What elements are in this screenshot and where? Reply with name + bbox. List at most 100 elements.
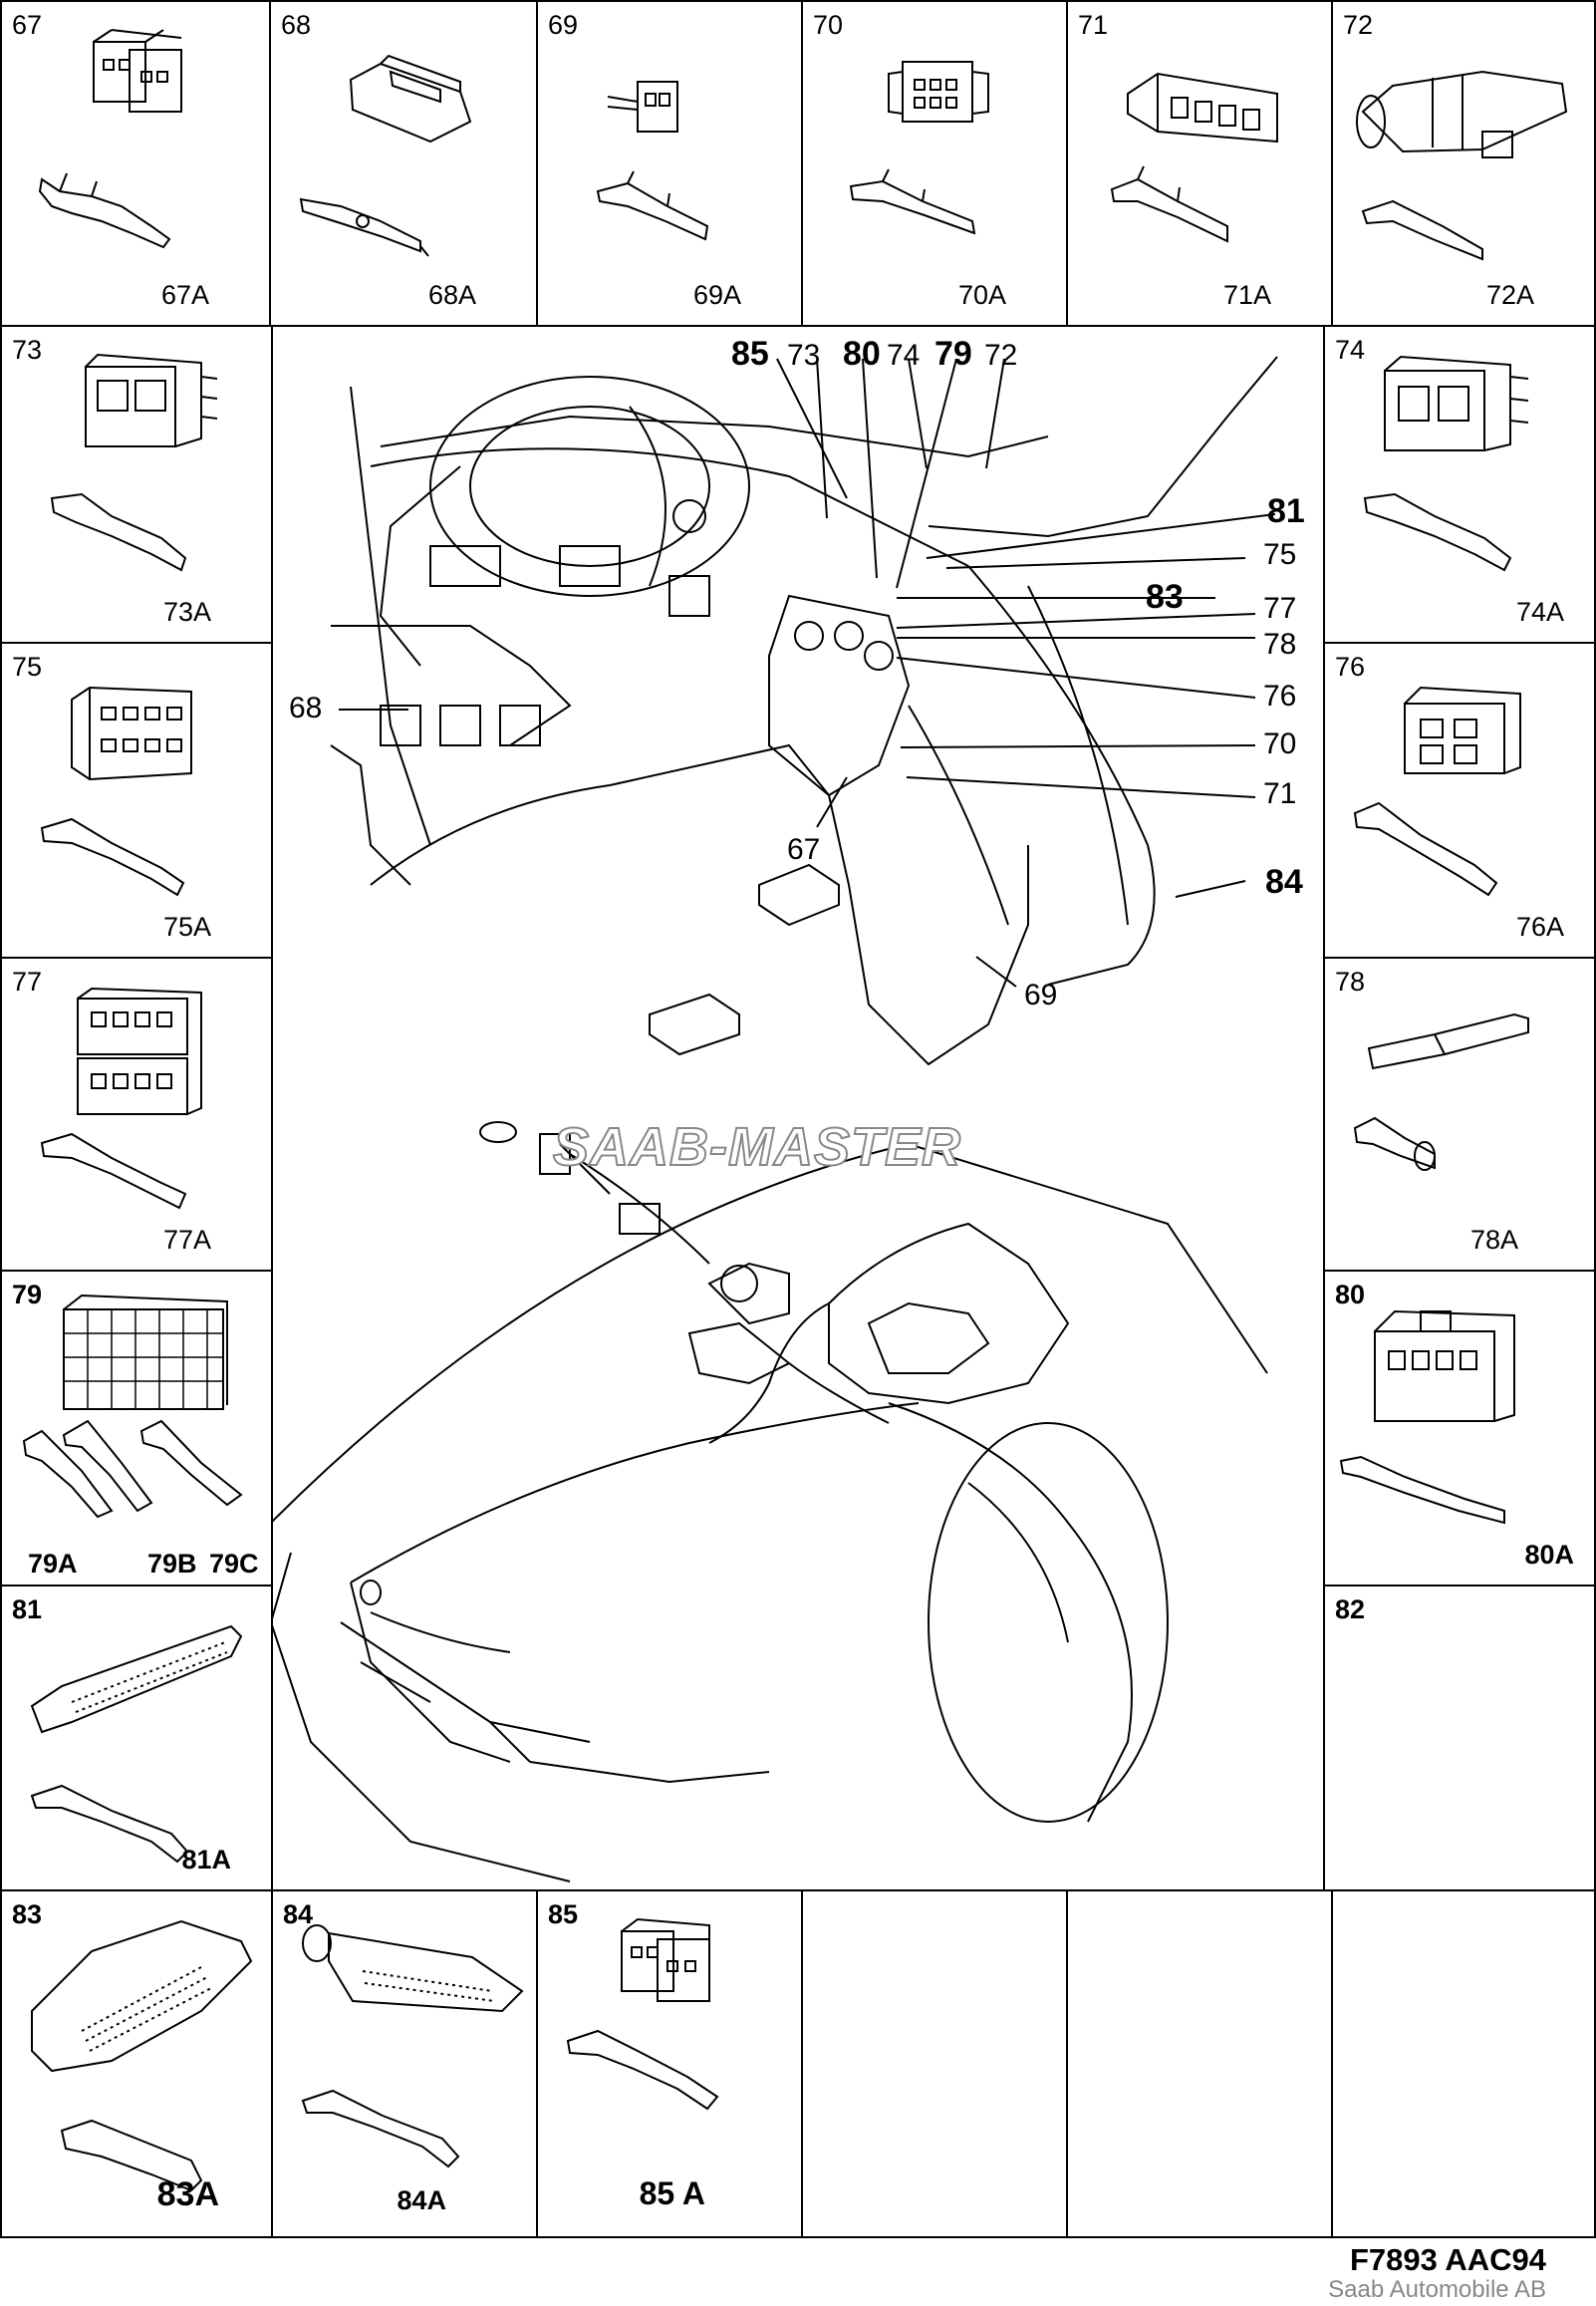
part-number: 69 (548, 10, 579, 40)
part-cell-73: 73 73A (0, 325, 273, 644)
part-number: 75 (12, 652, 43, 682)
part-number: 85 (548, 1899, 579, 1929)
callout-74: 74 (887, 339, 921, 372)
connector-housing-drawing (596, 81, 709, 241)
callout-71: 71 (1263, 777, 1297, 810)
callout-84: 84 (1265, 863, 1303, 901)
part-cell-75: 75 75A (0, 642, 273, 959)
terminal-number: 75A (162, 912, 211, 942)
part-number: 67 (12, 10, 43, 40)
terminal-number: 81A (181, 1845, 231, 1874)
callout-73: 73 (787, 339, 821, 372)
terminal-number: 80A (1524, 1540, 1574, 1570)
terminal-number: 76A (1515, 912, 1564, 942)
terminal-number: 72A (1485, 280, 1534, 310)
connector-housing-drawing (1353, 1012, 1529, 1171)
terminal-number: 74A (1515, 597, 1564, 627)
connector-housing-drawing (301, 1924, 524, 2168)
terminal-number: 67A (160, 280, 209, 310)
part-cell-74: 74 74A (1323, 325, 1596, 644)
terminal-number: 70A (957, 280, 1006, 310)
part-cell-84: 84 84A (271, 1889, 538, 2238)
part-cell-79: 79 79A 79B 79C (0, 1270, 273, 1586)
empty-cell (801, 1889, 1068, 2238)
connector-housing-drawing (1339, 1309, 1515, 1525)
terminal-number-b: 79B (147, 1549, 197, 1579)
part-number: 76 (1335, 652, 1366, 682)
part-number: 71 (1078, 10, 1109, 40)
connector-housing-drawing (1363, 355, 1529, 572)
part-number: 81 (12, 1594, 43, 1624)
part-number: 77 (12, 967, 43, 997)
terminal-number: 71A (1222, 280, 1271, 310)
part-number: 79 (12, 1280, 43, 1309)
connector-housing-drawing (50, 353, 218, 572)
terminal-number: 68A (427, 280, 476, 310)
copyright-notice: Saab Automobile AB (1328, 2276, 1546, 2303)
connector-housing-drawing (1356, 70, 1568, 261)
callout-70: 70 (1263, 727, 1297, 760)
part-number: 78 (1335, 967, 1366, 997)
connector-housing-drawing (299, 54, 472, 257)
terminal-number: 77A (162, 1225, 211, 1255)
watermark: SAAB-MASTER (552, 1116, 961, 1178)
part-cell-80: 80 80A (1323, 1270, 1596, 1586)
part-number: 74 (1335, 335, 1366, 365)
terminal-number-c: 79C (209, 1549, 259, 1579)
callout-76: 76 (1263, 680, 1297, 713)
part-cell-85: 85 85 A (536, 1889, 803, 2238)
callout-72: 72 (984, 339, 1018, 372)
connector-housing-drawing (40, 987, 202, 1210)
connector-housing-drawing (1353, 686, 1521, 897)
terminal-number: 85 A (639, 2175, 705, 2211)
empty-cell (1066, 1889, 1333, 2238)
part-number: 70 (813, 10, 844, 40)
part-cell-78: 78 78A (1323, 957, 1596, 1272)
connector-housing-drawing (30, 1624, 243, 1864)
terminal-number: 84A (397, 2185, 446, 2215)
part-cell-67: 67 67A (0, 0, 271, 327)
part-cell-77: 77 77A (0, 957, 273, 1272)
part-cell-71: 71 71A (1066, 0, 1333, 327)
part-cell-72: 72 72A (1331, 0, 1596, 327)
part-number: 82 (1335, 1594, 1366, 1624)
connector-housing-drawing (566, 1917, 719, 2111)
connector-housing-drawing (38, 29, 182, 249)
callout-83: 83 (1146, 578, 1184, 616)
callout-79: 79 (934, 335, 972, 373)
terminal-number: 69A (692, 280, 741, 310)
callout-67: 67 (787, 833, 821, 866)
connector-housing-drawing (1110, 72, 1278, 243)
connector-housing-drawing (31, 1919, 253, 2192)
part-cell-82: 82 (1323, 1585, 1596, 1891)
terminal-number: 73A (162, 597, 211, 627)
callout-68: 68 (289, 692, 323, 724)
connector-housing-drawing (849, 61, 989, 235)
drawing-code: F7893 AAC94 (1349, 2242, 1546, 2277)
part-number: 84 (283, 1899, 314, 1929)
part-number: 83 (12, 1899, 43, 1929)
part-cell-69: 69 69A (536, 0, 803, 327)
callout-80: 80 (843, 335, 881, 373)
terminal-number: 78A (1469, 1225, 1518, 1255)
callout-77: 77 (1263, 592, 1297, 625)
part-cell-70: 70 70A (801, 0, 1068, 327)
part-cell-76: 76 76A (1323, 642, 1596, 959)
callout-78: 78 (1263, 628, 1297, 661)
part-cell-83: 83 83A (0, 1889, 273, 2238)
part-cell-68: 68 68A (269, 0, 538, 327)
callout-81: 81 (1267, 492, 1305, 530)
part-number: 73 (12, 335, 43, 365)
empty-cell (1331, 1889, 1596, 2238)
terminal-number: 83A (156, 2175, 219, 2213)
callout-69: 69 (1024, 979, 1058, 1011)
connector-housing-drawing (40, 686, 192, 897)
vehicle-line-drawing (271, 356, 1278, 1882)
terminal-number-a: 79A (28, 1549, 78, 1579)
part-number: 72 (1343, 10, 1374, 40)
callout-85: 85 (731, 335, 769, 373)
part-number: 68 (281, 10, 312, 40)
part-number: 80 (1335, 1280, 1366, 1309)
callout-75: 75 (1263, 538, 1297, 571)
